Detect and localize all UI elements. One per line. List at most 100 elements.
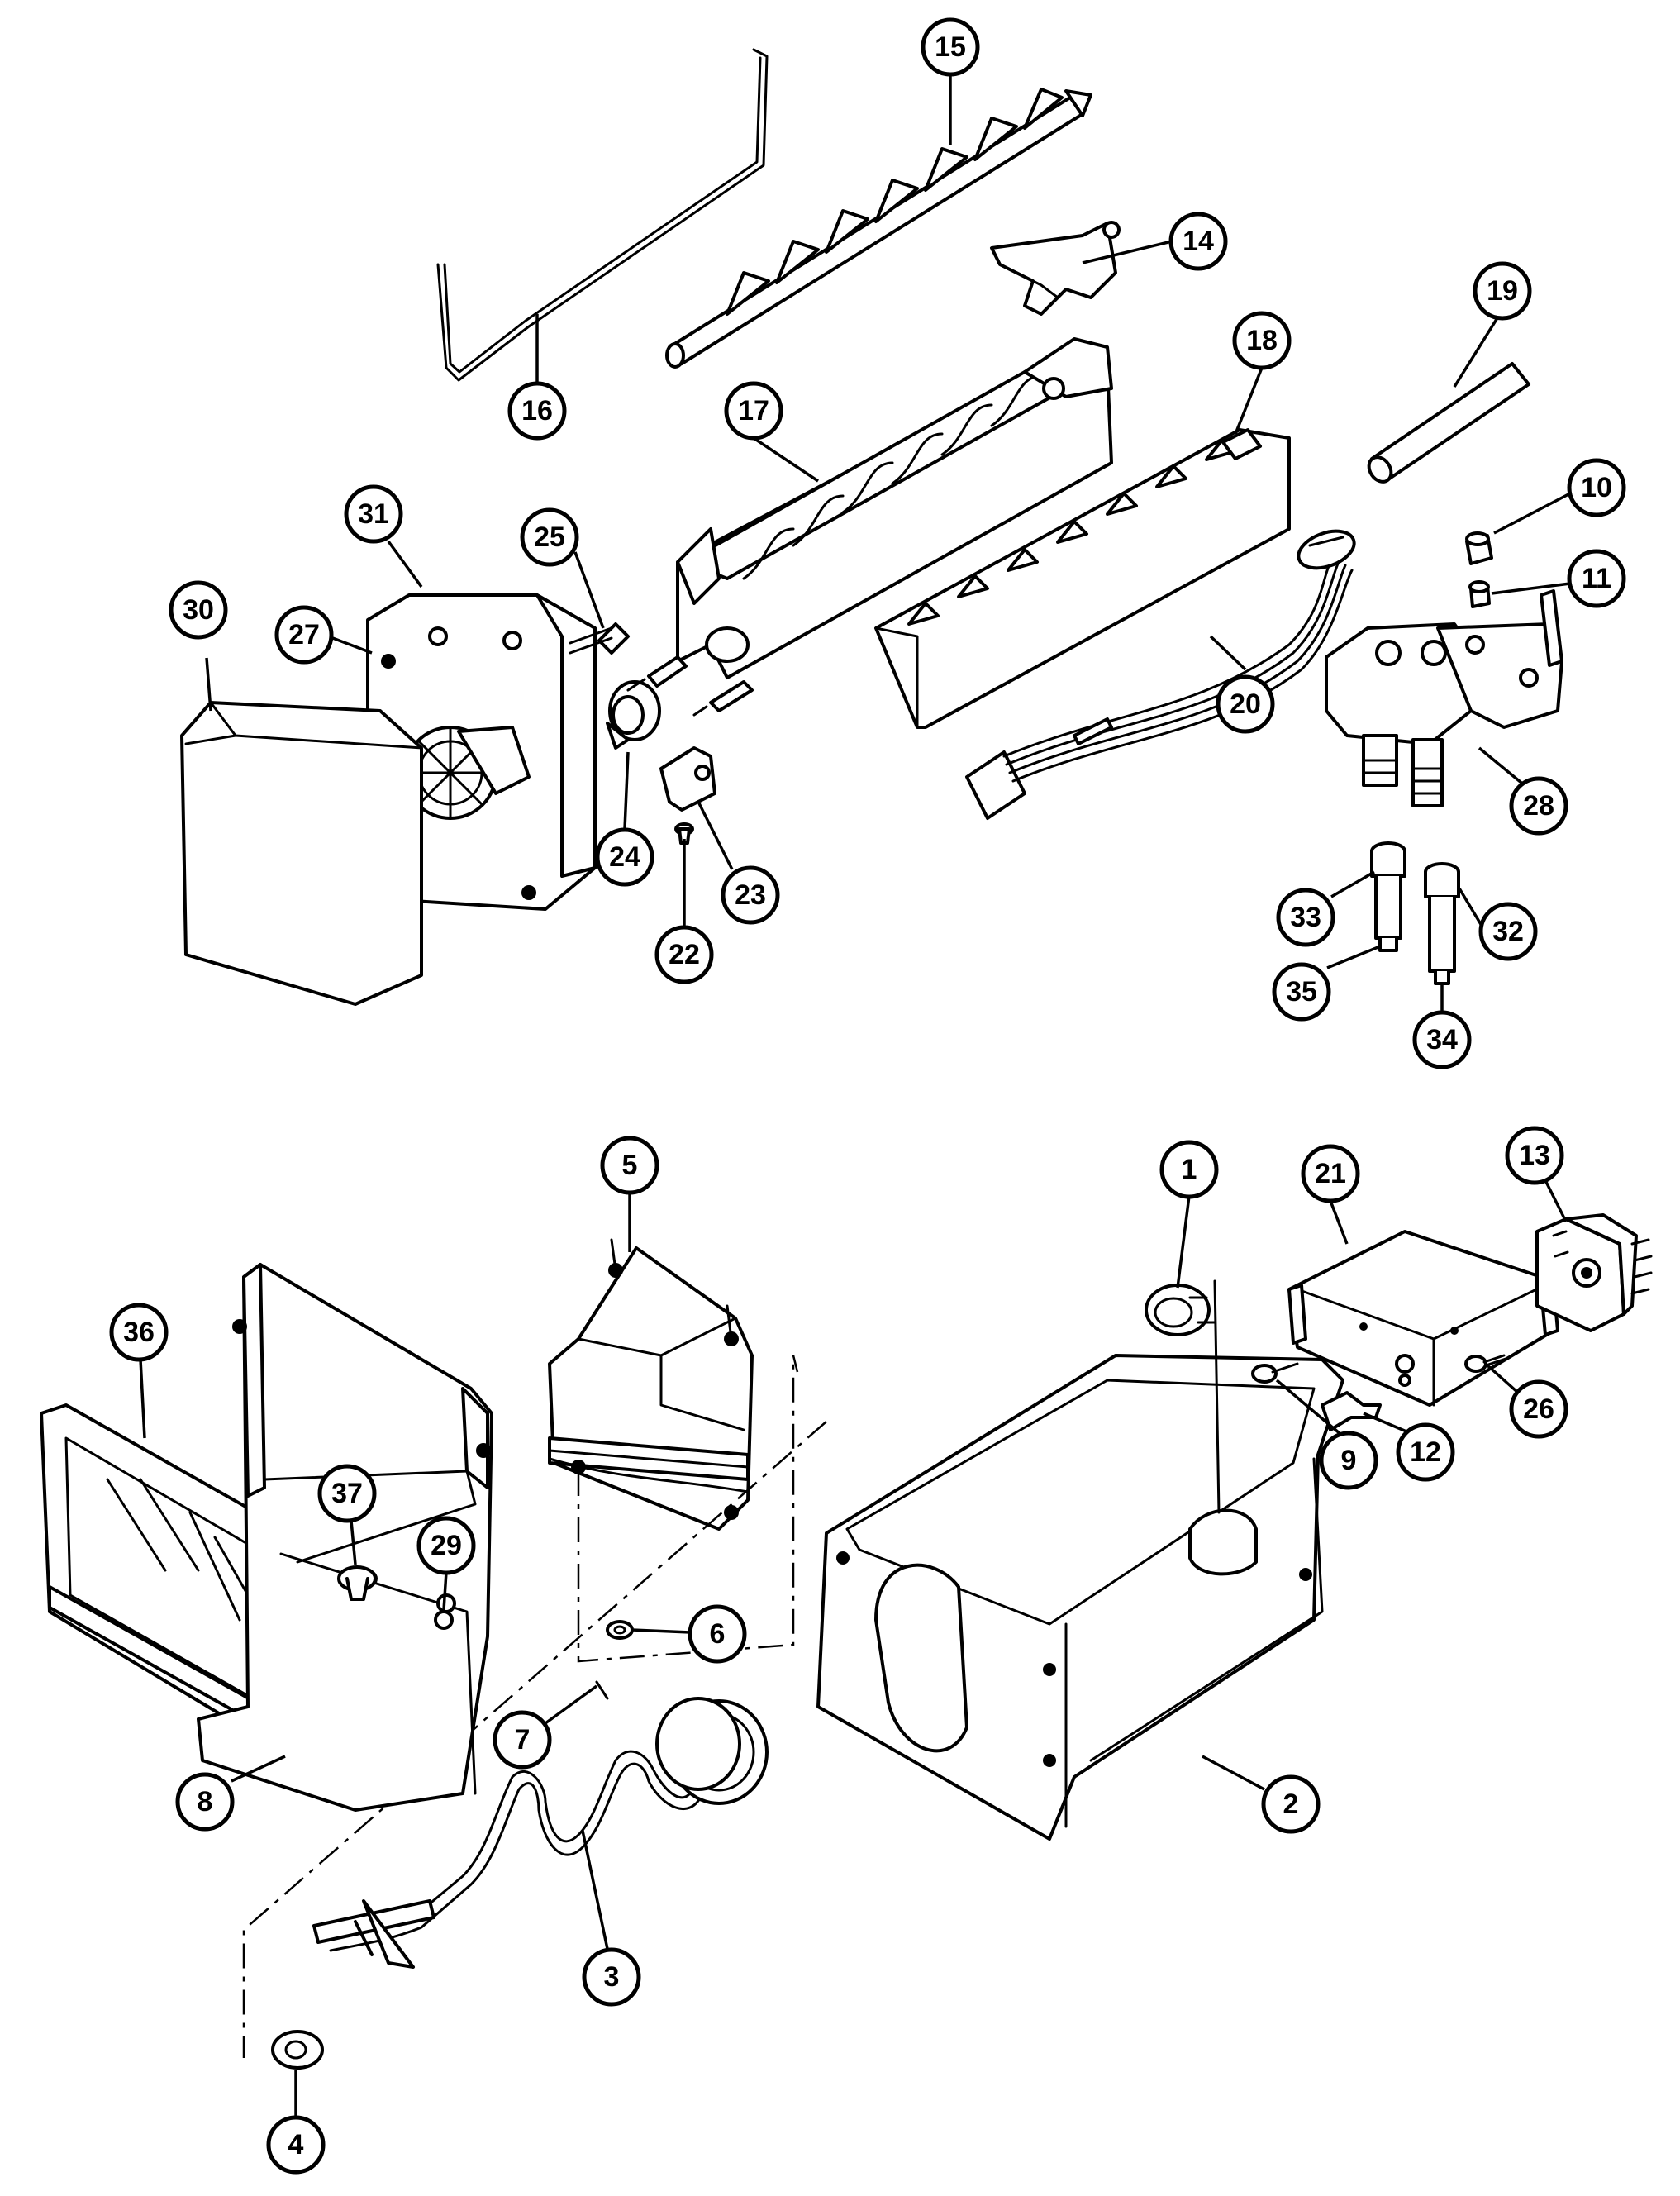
auger-bushing xyxy=(606,1620,634,1640)
callout-17: 17 xyxy=(724,381,783,441)
grommet xyxy=(1468,580,1491,608)
bucket-knob xyxy=(337,1565,377,1601)
svg-text:11: 11 xyxy=(1582,563,1611,594)
svg-text:25: 25 xyxy=(534,522,565,553)
thermostat-clip xyxy=(659,746,716,812)
callout-14: 14 xyxy=(1168,212,1228,271)
motor-screw xyxy=(1464,1354,1507,1373)
svg-text:18: 18 xyxy=(1246,325,1278,356)
wiring-harness xyxy=(965,529,1356,820)
callout-27: 27 xyxy=(274,605,334,665)
callout-13: 13 xyxy=(1505,1126,1564,1185)
svg-text:29: 29 xyxy=(431,1530,462,1561)
auger xyxy=(312,1697,769,1969)
svg-text:12: 12 xyxy=(1410,1436,1441,1468)
leader-lines xyxy=(139,73,1571,2117)
thermostat xyxy=(606,680,661,750)
screw xyxy=(674,822,694,845)
callout-3: 3 xyxy=(582,1947,641,2007)
callout-37: 37 xyxy=(317,1464,377,1523)
callout-4: 4 xyxy=(266,2115,326,2175)
svg-text:4: 4 xyxy=(288,2129,304,2160)
svg-text:14: 14 xyxy=(1183,226,1214,257)
callout-23: 23 xyxy=(721,865,780,925)
bracket-screw xyxy=(1251,1362,1299,1384)
bucket-clip xyxy=(434,1610,454,1630)
svg-text:35: 35 xyxy=(1286,976,1317,1007)
auger-motor-housing xyxy=(548,1238,799,1531)
svg-text:34: 34 xyxy=(1426,1024,1458,1055)
svg-text:17: 17 xyxy=(738,395,769,426)
callout-29: 29 xyxy=(416,1516,476,1575)
callout-11: 11 xyxy=(1567,549,1626,608)
callout-24: 24 xyxy=(595,827,654,887)
callout-9: 9 xyxy=(1319,1431,1378,1490)
callout-31: 31 xyxy=(344,484,403,544)
svg-text:9: 9 xyxy=(1341,1445,1357,1476)
shutoff-arm xyxy=(436,48,769,382)
svg-text:20: 20 xyxy=(1230,688,1261,720)
svg-text:28: 28 xyxy=(1523,790,1554,822)
svg-text:6: 6 xyxy=(710,1618,726,1650)
svg-text:19: 19 xyxy=(1487,275,1518,307)
svg-text:30: 30 xyxy=(183,594,214,626)
svg-text:21: 21 xyxy=(1315,1158,1346,1189)
assembly-line-left xyxy=(577,1355,795,1663)
callout-34: 34 xyxy=(1412,1010,1472,1069)
svg-text:7: 7 xyxy=(515,1724,531,1755)
inlet-fitting xyxy=(1370,841,1406,952)
control-module xyxy=(366,593,597,911)
svg-text:13: 13 xyxy=(1519,1140,1550,1171)
callout-20: 20 xyxy=(1216,674,1275,734)
svg-text:15: 15 xyxy=(935,31,966,63)
svg-text:1: 1 xyxy=(1182,1154,1197,1185)
ice-mold xyxy=(676,337,1113,679)
callout-19: 19 xyxy=(1473,261,1532,321)
water-valve xyxy=(1325,589,1563,807)
callout-30: 30 xyxy=(169,580,228,640)
svg-text:33: 33 xyxy=(1290,902,1321,933)
svg-text:10: 10 xyxy=(1581,472,1612,503)
svg-text:37: 37 xyxy=(331,1478,363,1509)
svg-text:16: 16 xyxy=(521,395,553,426)
svg-text:22: 22 xyxy=(669,939,700,970)
callout-15: 15 xyxy=(921,17,980,77)
outlet-fitting xyxy=(1424,862,1460,985)
ice-bucket xyxy=(197,1263,493,1812)
callout-36: 36 xyxy=(109,1303,169,1362)
callout-7: 7 xyxy=(493,1710,552,1770)
callout-33: 33 xyxy=(1276,888,1335,947)
svg-text:26: 26 xyxy=(1523,1393,1554,1425)
callout-1: 1 xyxy=(1159,1140,1219,1199)
callout-16: 16 xyxy=(507,381,567,441)
svg-text:31: 31 xyxy=(358,498,389,530)
bushing xyxy=(1465,531,1493,565)
callout-2: 2 xyxy=(1261,1774,1321,1834)
callout-26: 26 xyxy=(1509,1379,1568,1439)
svg-text:2: 2 xyxy=(1283,1789,1299,1820)
shutoff-lever xyxy=(990,221,1121,316)
auger-motor xyxy=(1535,1213,1653,1332)
callout-22: 22 xyxy=(654,925,714,984)
svg-text:5: 5 xyxy=(622,1150,638,1181)
fill-tube xyxy=(1367,362,1530,484)
svg-text:24: 24 xyxy=(609,841,640,873)
callout-10: 10 xyxy=(1567,458,1626,517)
callout-8: 8 xyxy=(175,1772,235,1832)
callout-5: 5 xyxy=(600,1136,659,1195)
callout-6: 6 xyxy=(688,1604,747,1664)
callout-28: 28 xyxy=(1509,776,1568,836)
mounting-screws xyxy=(569,622,754,717)
callout-12: 12 xyxy=(1396,1422,1455,1482)
svg-text:8: 8 xyxy=(198,1786,213,1817)
callout-35: 35 xyxy=(1272,962,1331,1022)
svg-text:3: 3 xyxy=(604,1961,620,1993)
callout-21: 21 xyxy=(1301,1144,1360,1203)
callout-18: 18 xyxy=(1232,311,1292,370)
callout-25: 25 xyxy=(520,507,579,567)
svg-text:36: 36 xyxy=(123,1317,155,1348)
callout-32: 32 xyxy=(1478,902,1538,961)
ice-container-housing xyxy=(816,1279,1344,1841)
retaining-pin xyxy=(595,1680,609,1700)
